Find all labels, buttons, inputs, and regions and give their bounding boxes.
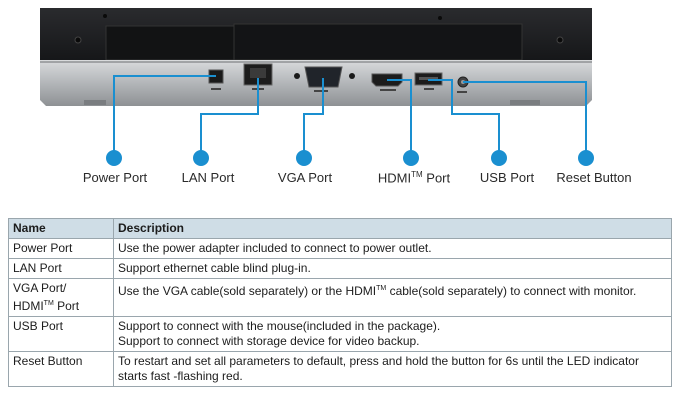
vga-port-marker — [296, 150, 312, 166]
device-rear-panel — [40, 8, 594, 166]
table-row: LAN Port Support ethernet cable blind pl… — [8, 258, 672, 279]
lan-port-line — [200, 78, 259, 155]
screw-icon — [103, 14, 107, 18]
device-vent-left — [105, 25, 235, 61]
callout-lan-port: LAN Port — [181, 170, 235, 185]
usb-port-marker — [491, 150, 507, 166]
device-foot — [510, 100, 540, 105]
column-header-description: Description — [113, 218, 672, 239]
table-row: USB Port Support to connect with the mou… — [8, 316, 672, 352]
callout-power-port: Power Port — [82, 170, 148, 185]
reset-button-marker — [578, 150, 594, 166]
power-port-marker — [106, 150, 122, 166]
row-name: Reset Button — [8, 351, 114, 387]
row-description: Use the power adapter included to connec… — [113, 238, 672, 259]
reset-button-line — [463, 81, 587, 155]
table-row: VGA Port/HDMITM Port Use the VGA cable(s… — [8, 278, 672, 317]
screw-icon — [74, 36, 82, 44]
row-name: LAN Port — [8, 258, 114, 279]
callout-hdmi-port: HDMITM Port — [377, 170, 451, 186]
callout-vga-port: VGA Port — [277, 170, 333, 185]
screw-icon — [294, 73, 300, 79]
device-diagram: Power Port LAN Port VGA Port HDMITM Port… — [0, 0, 680, 200]
row-name: Power Port — [8, 238, 114, 259]
row-description: To restart and set all parameters to def… — [113, 351, 672, 387]
row-name: VGA Port/HDMITM Port — [8, 278, 114, 317]
callout-reset-button: Reset Button — [556, 170, 632, 185]
vga-port-icon — [304, 66, 343, 88]
lan-port-marker — [193, 150, 209, 166]
screw-icon — [438, 16, 442, 20]
row-description: Support ethernet cable blind plug-in. — [113, 258, 672, 279]
device-foot — [84, 100, 106, 105]
screw-icon — [556, 36, 564, 44]
table-row: Reset Button To restart and set all para… — [8, 351, 672, 387]
column-header-name: Name — [8, 218, 114, 239]
device-vent-right — [233, 23, 523, 61]
screw-icon — [349, 73, 355, 79]
row-name: USB Port — [8, 316, 114, 352]
hdmi-port-line — [387, 79, 412, 155]
vga-port-line — [303, 78, 324, 155]
power-port-line — [113, 75, 216, 155]
row-description: Use the VGA cable(sold separately) or th… — [113, 278, 672, 317]
table-header-row: Name Description — [8, 218, 672, 239]
callout-usb-port: USB Port — [479, 170, 535, 185]
row-description: Support to connect with the mouse(includ… — [113, 316, 672, 352]
hdmi-port-marker — [403, 150, 419, 166]
port-description-table: Name Description Power Port Use the powe… — [8, 218, 672, 387]
usb-port-line — [428, 79, 500, 155]
table-row: Power Port Use the power adapter include… — [8, 238, 672, 259]
